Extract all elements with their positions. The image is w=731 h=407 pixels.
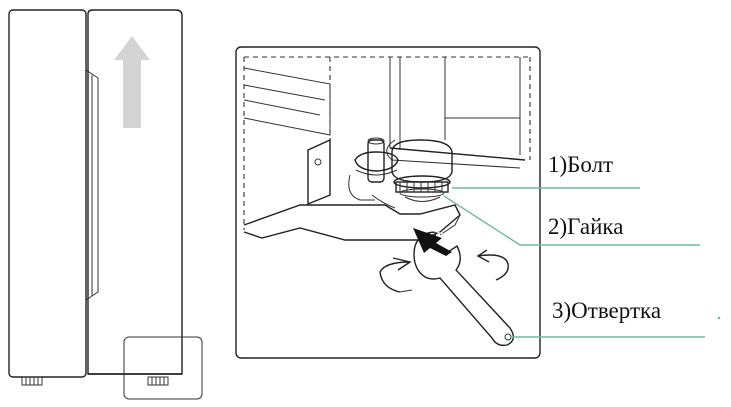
cabinet-front-panel — [87, 9, 183, 375]
label-wrench: 3)Отвертка — [552, 298, 661, 323]
cabinet-side-panel — [8, 9, 99, 378]
rotate-right-arrow-icon — [476, 249, 509, 281]
wrench-icon — [413, 231, 515, 347]
label-nut: 2)Гайка — [548, 214, 623, 239]
nut-leader-line — [443, 195, 700, 246]
leader-lines — [443, 187, 721, 338]
adjustable-foot-bolt — [391, 139, 453, 202]
label-bolt: 1)Болт — [548, 152, 613, 177]
push-arrow-icon — [413, 225, 452, 256]
mounting-bracket — [243, 138, 461, 241]
bolt-pin — [354, 137, 399, 183]
detail-frame — [235, 46, 541, 359]
up-arrow-icon — [114, 36, 150, 128]
detail-callout-box — [123, 336, 203, 400]
rotate-left-arrow-icon — [379, 257, 413, 293]
left-foot — [21, 376, 43, 386]
